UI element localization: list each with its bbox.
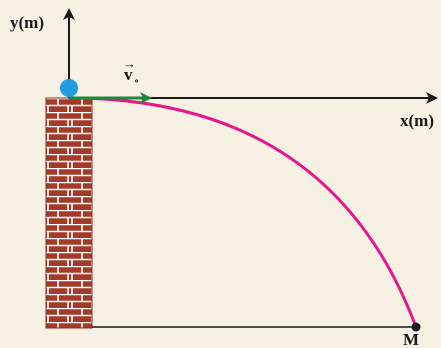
- velocity-subscript: ∘: [134, 76, 139, 87]
- brick-wall-icon: [45, 97, 93, 329]
- velocity-symbol: v: [124, 65, 133, 84]
- x-axis-label: x(m): [400, 111, 434, 130]
- trajectory-curve: [68, 96, 418, 328]
- point-m-label: M: [403, 330, 419, 348]
- ball-icon: [60, 79, 78, 97]
- y-axis-label: y(m): [10, 13, 44, 32]
- velocity-arrow-symbol: →: [123, 56, 136, 71]
- velocity-label: → v ∘: [123, 56, 139, 87]
- point-m-icon: [411, 322, 421, 332]
